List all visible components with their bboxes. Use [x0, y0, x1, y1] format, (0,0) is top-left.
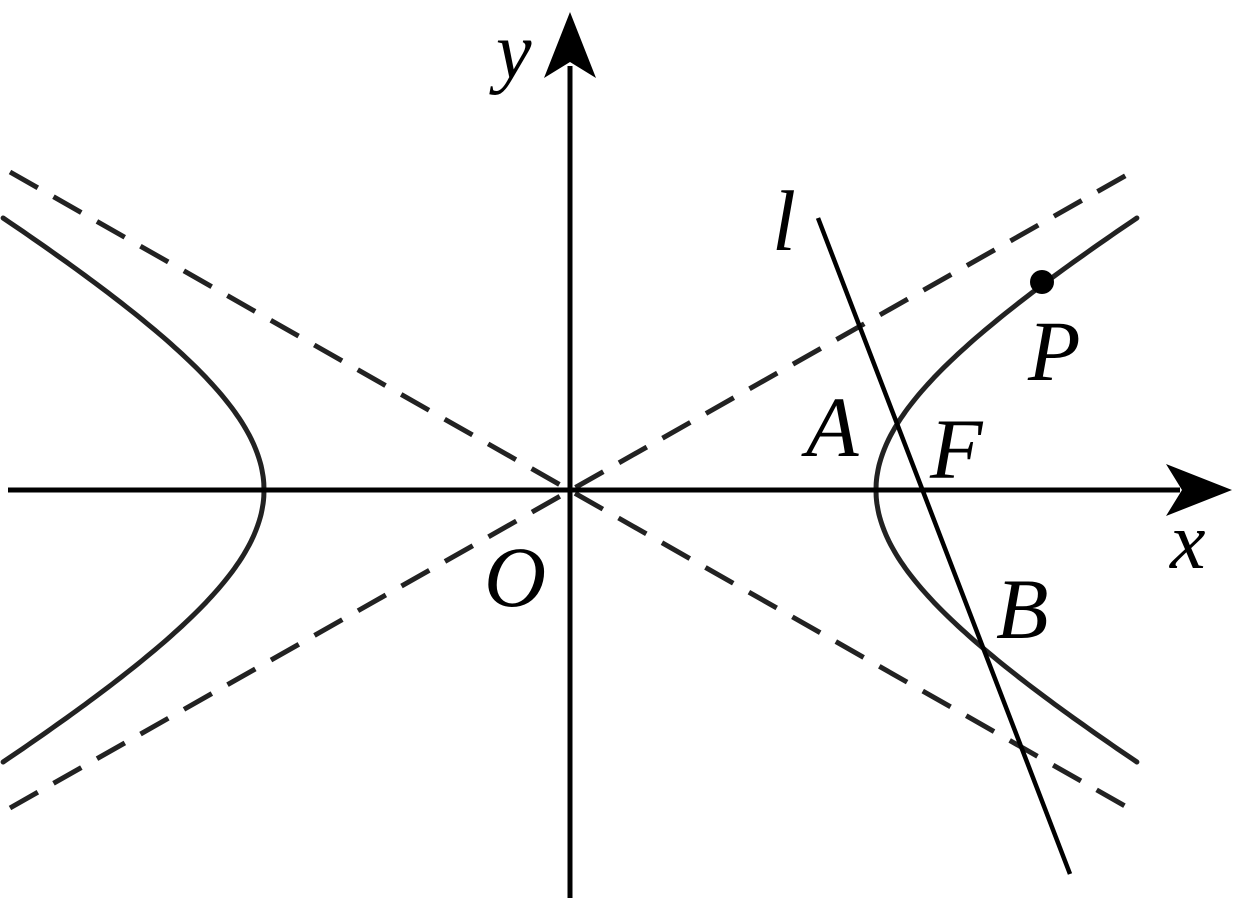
- point-f-label: F: [929, 401, 984, 497]
- x-axis-arrowhead: [1166, 464, 1232, 516]
- line-l: [815, 217, 1073, 875]
- point-a-label: A: [801, 379, 859, 475]
- point-b-label: B: [996, 561, 1049, 657]
- x-axis-label: x: [1169, 498, 1206, 586]
- y-axis-label: y: [489, 8, 532, 96]
- line-l-label: l: [772, 173, 796, 269]
- asymptote-descending: [8, 169, 1134, 813]
- point-p-label: P: [1027, 303, 1081, 399]
- asymptote-ascending: [8, 169, 1134, 811]
- y-axis-arrowhead: [544, 12, 596, 78]
- point-p-dot: [1030, 270, 1054, 294]
- origin-label: O: [484, 529, 546, 625]
